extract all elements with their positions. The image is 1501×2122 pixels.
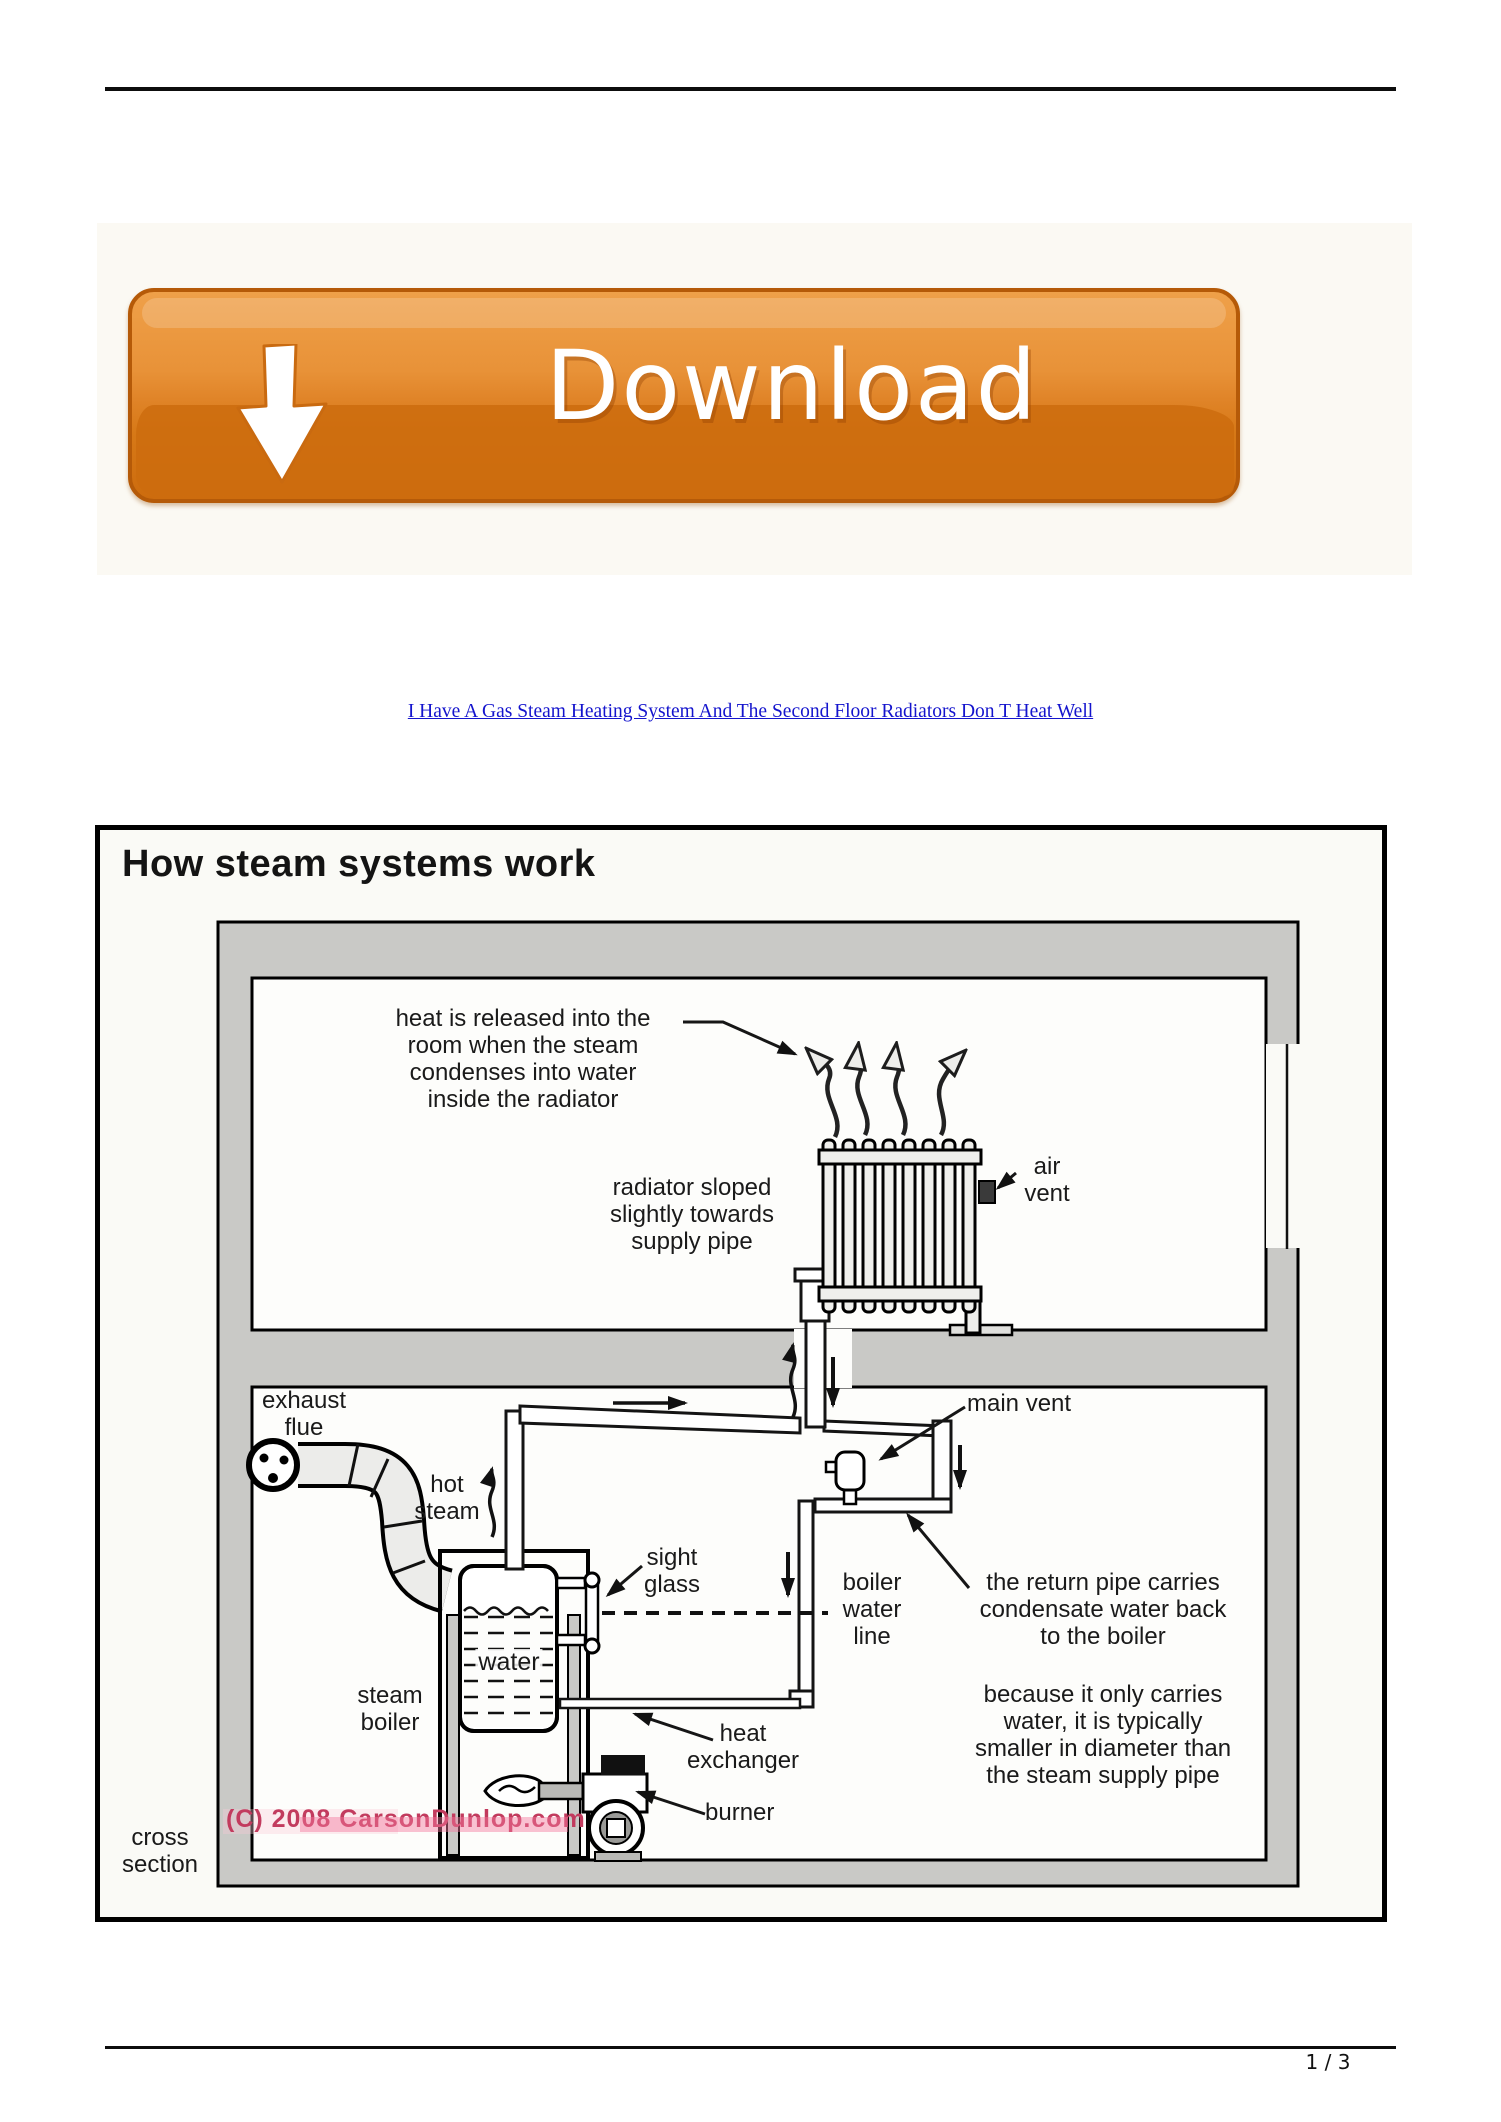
label-water: water: [475, 1649, 543, 1676]
label-boiler-water-line: boiler water line: [842, 1569, 902, 1650]
label-heat-exchanger: heat exchanger: [686, 1720, 800, 1774]
download-button[interactable]: Download: [128, 288, 1240, 503]
watermark-text: (C) 2008 CarsonDunlop.com: [226, 1805, 586, 1833]
top-rule: [105, 87, 1396, 91]
button-gloss: [142, 298, 1226, 328]
download-button-label: Download: [545, 330, 1039, 442]
steam-system-diagram: How steam systems work heat is released …: [95, 825, 1387, 1922]
button-shade: [136, 404, 1234, 496]
label-heat-released: heat is released into the room when the …: [395, 1005, 651, 1113]
diagram-title: How steam systems work: [122, 843, 596, 885]
label-steam-boiler: steam boiler: [357, 1682, 423, 1736]
label-air-vent: air vent: [1024, 1153, 1070, 1207]
label-hot-steam: hot steam: [414, 1471, 480, 1525]
label-radiator-sloped: radiator sloped slightly towards supply …: [609, 1174, 775, 1255]
label-return-size: because it only carries water, it is typ…: [974, 1681, 1232, 1789]
page-number: 1 / 3: [1305, 2050, 1351, 2074]
label-main-vent: main vent: [967, 1390, 1072, 1417]
label-exhaust-flue: exhaust flue: [261, 1387, 347, 1441]
diagram-drawing: [95, 825, 1387, 1922]
label-sight-glass: sight glass: [643, 1544, 701, 1598]
label-return-pipe: the return pipe carries condensate water…: [979, 1569, 1227, 1650]
footer-rule: [105, 2046, 1396, 2049]
article-link[interactable]: I Have A Gas Steam Heating System And Th…: [407, 701, 1094, 722]
label-cross-section: cross section: [121, 1824, 199, 1878]
download-arrow-icon: [236, 344, 328, 484]
watermark-highlight: [223, 1809, 398, 1834]
article-link-row: I Have A Gas Steam Heating System And Th…: [0, 701, 1501, 723]
label-burner: burner: [705, 1799, 775, 1826]
watermark-strike: [300, 1817, 568, 1832]
